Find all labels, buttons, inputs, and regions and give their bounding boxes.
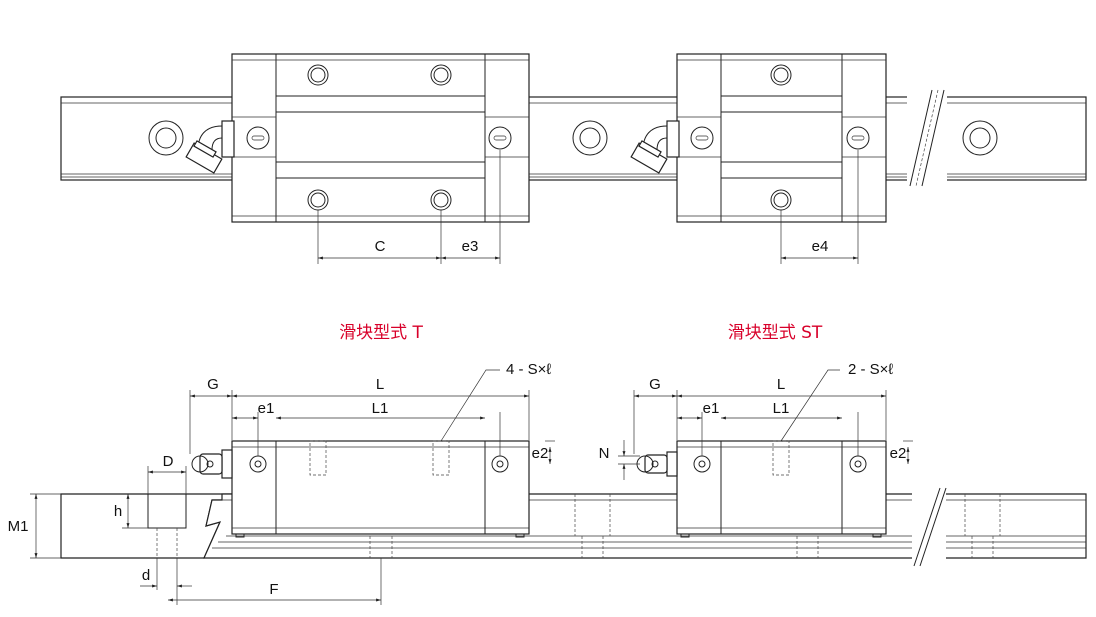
block-t-side-view	[191, 440, 530, 538]
dim-label-l1-t: L1	[372, 400, 389, 417]
rail-holes-top	[148, 120, 998, 156]
dim-label-m1: M1	[8, 518, 29, 535]
dim-label-l1-st: L1	[773, 400, 790, 417]
dim-label-f: F	[269, 581, 278, 598]
dim-label-d: d	[142, 567, 150, 584]
dim-label-l-t: L	[376, 376, 384, 393]
block-st-top-view	[630, 53, 887, 223]
top-dimensions: C e3 e4	[317, 150, 859, 264]
dim-label-c: C	[375, 238, 386, 255]
dim-label-g-st: G	[649, 376, 661, 393]
top-view: C e3 e4	[60, 53, 1087, 264]
dim-label-e1-st: e1	[703, 400, 720, 417]
dim-label-n: N	[599, 445, 610, 462]
side-dimensions-st: G L e1 L1 e2 N 2 - S×ℓ	[599, 361, 913, 480]
dim-label-d-diameter: D	[163, 453, 174, 470]
side-view: G L e1 L1 e2 D h M1 d F 4 - S×ℓ	[8, 361, 1087, 605]
dim-label-e2-t: e2	[532, 445, 549, 462]
side-dimensions-t: G L e1 L1 e2 D h M1 d F 4 - S×ℓ	[8, 361, 555, 605]
thread-callout-t: 4 - S×ℓ	[506, 361, 551, 378]
dim-label-h: h	[114, 503, 122, 520]
rail-side-view	[60, 487, 1087, 568]
dim-label-e2-st: e2	[890, 445, 907, 462]
dim-label-e4: e4	[812, 238, 829, 255]
block-t-top-view	[185, 53, 530, 223]
title-block-type-st: 滑块型式 ST	[728, 323, 823, 343]
dim-label-e3: e3	[462, 238, 479, 255]
title-block-type-t: 滑块型式 T	[339, 323, 423, 343]
thread-callout-st: 2 - S×ℓ	[848, 361, 893, 378]
dim-label-l-st: L	[777, 376, 785, 393]
block-st-side-view	[636, 440, 887, 538]
dim-label-g-t: G	[207, 376, 219, 393]
dim-label-e1-t: e1	[258, 400, 275, 417]
